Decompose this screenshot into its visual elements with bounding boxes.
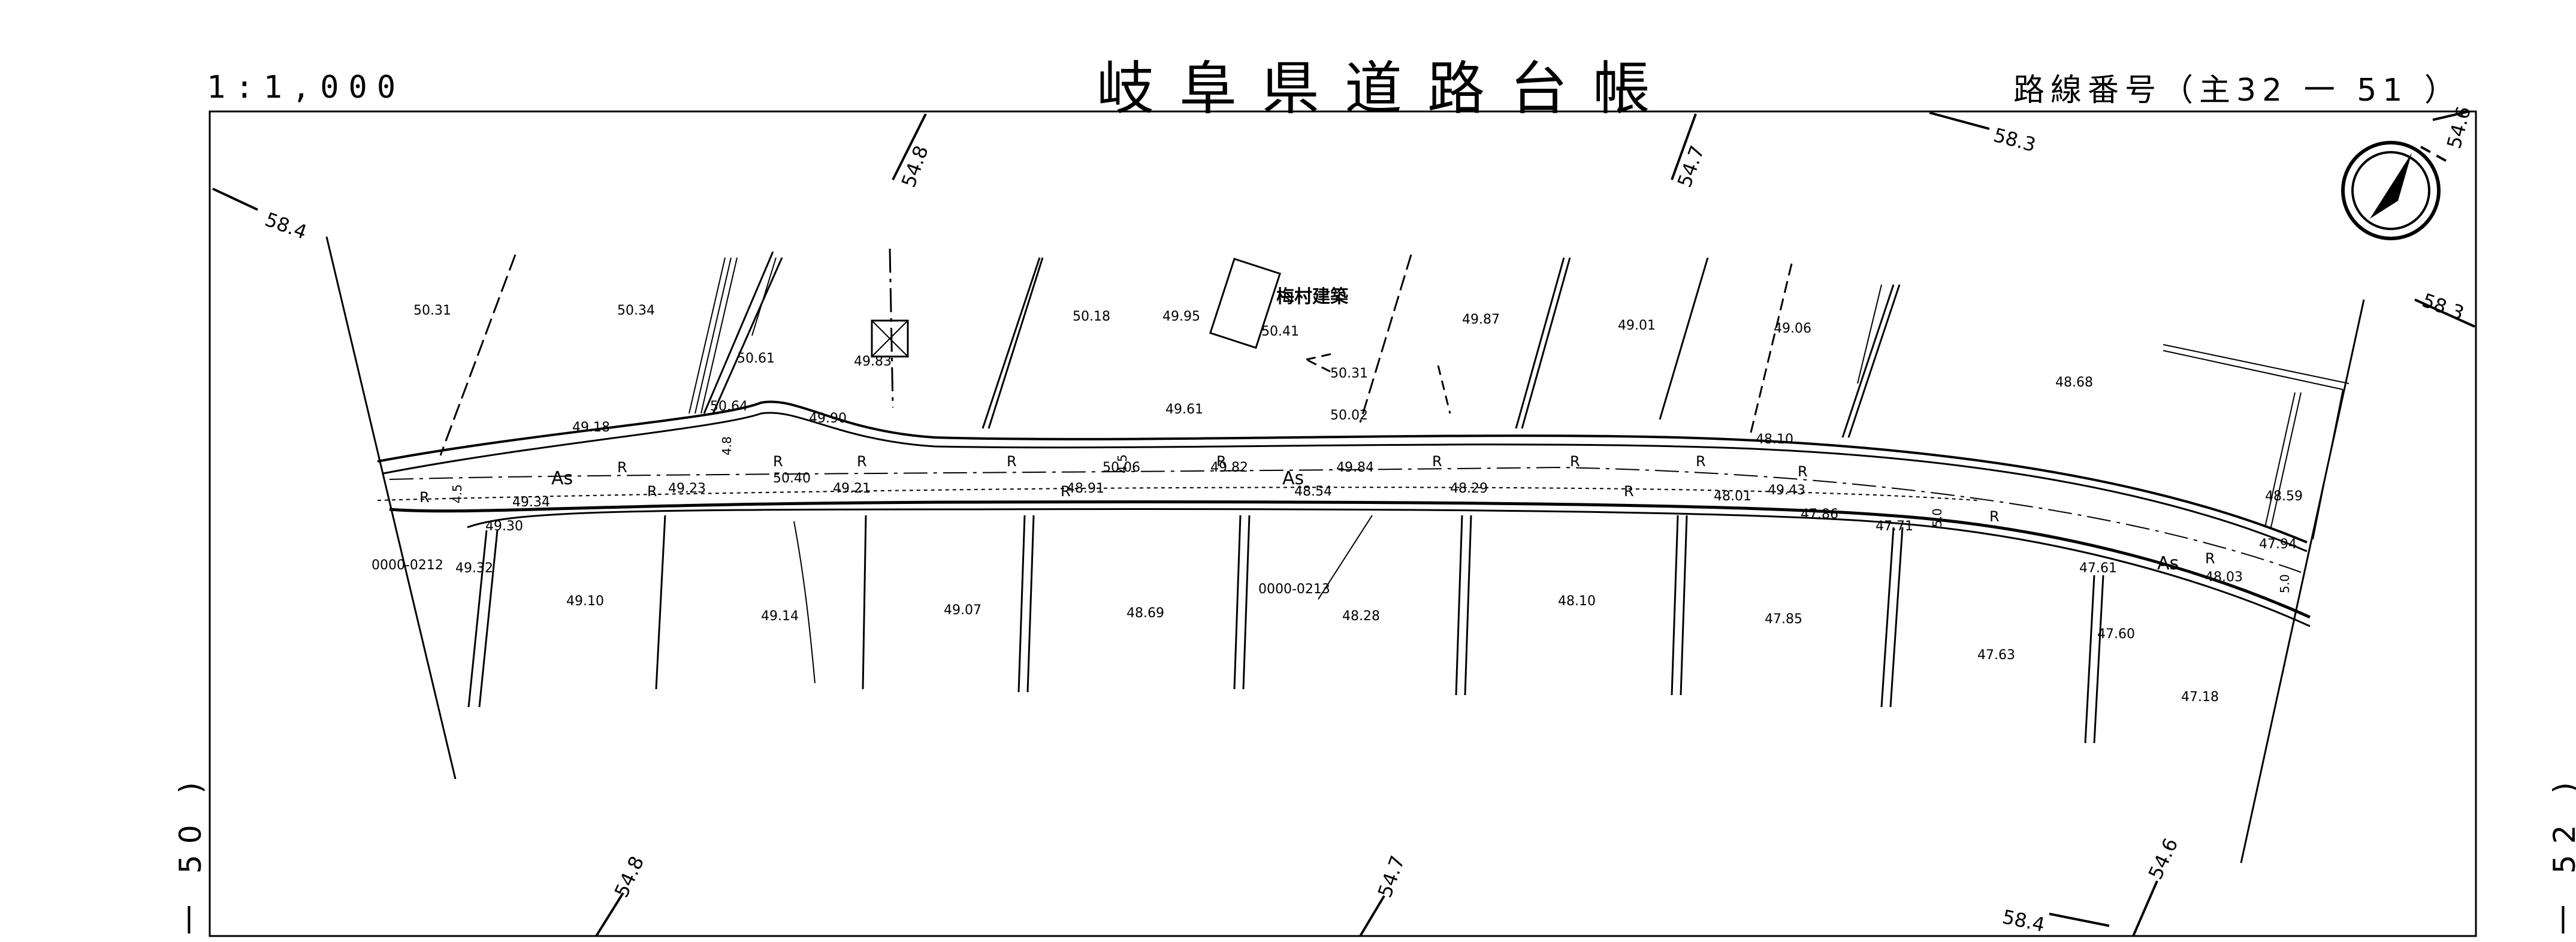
road-id: 0000-0212 — [372, 558, 443, 573]
road-labels: As As As R R R R R R R R R R R R R R R 0… — [372, 436, 2292, 597]
road-id: 0000-0213 — [1258, 582, 1330, 597]
r-marker: R — [1216, 453, 1227, 470]
spot-elevation: 48.54 — [1294, 484, 1332, 499]
r-marker: R — [1007, 453, 1017, 470]
r-marker: R — [1989, 508, 2000, 525]
spot-elevation: 48.68 — [2055, 375, 2093, 390]
r-marker: R — [1798, 463, 1808, 480]
spot-elevation: 50.06 — [1103, 460, 1140, 475]
spot-elevation: 50.31 — [413, 303, 451, 318]
north-arrow-icon — [2341, 141, 2441, 240]
route-number: 路線番号（主32 一 51 ） — [2013, 73, 2462, 108]
spot-elevation: 50.41 — [1261, 324, 1299, 339]
spot-elevation: 49.06 — [1774, 321, 1811, 336]
spot-elevation: 49.32 — [455, 561, 493, 576]
spot-elevation: 48.29 — [1450, 481, 1488, 496]
spot-elevation: 50.64 — [710, 399, 748, 414]
contour-label: 54.7 — [1673, 143, 1709, 191]
spot-elevation: 50.61 — [737, 351, 775, 366]
contour-label: 58.3 — [1991, 123, 2039, 156]
contour-label: 58.4 — [2000, 905, 2047, 937]
spot-elevation: 49.34 — [512, 495, 550, 510]
spot-elevation: 50.18 — [1073, 309, 1110, 324]
map-scale: 1:1,000 — [207, 70, 406, 105]
spot-elevation: 49.82 — [1210, 460, 1248, 475]
spot-elevation: 47.85 — [1765, 612, 1802, 627]
r-marker: R — [773, 453, 783, 470]
spot-elevation: 49.87 — [1462, 312, 1500, 327]
survey-marker — [871, 319, 909, 358]
spot-elevation: 49.07 — [944, 603, 982, 618]
spot-elevation: 49.61 — [1165, 402, 1203, 417]
spot-elevation: 49.18 — [572, 420, 610, 435]
r-marker: R — [419, 489, 430, 506]
spot-elevation: 47.60 — [2097, 627, 2135, 642]
contour-label: 54.7 — [1373, 853, 1409, 901]
spot-elevation: 47.71 — [1876, 519, 1913, 534]
spot-elevation: 49.10 — [566, 594, 604, 609]
spot-elevation: 48.69 — [1127, 606, 1164, 621]
spot-elevation: 48.91 — [1067, 481, 1104, 496]
r-marker: R — [617, 459, 627, 476]
surface-label: As — [1282, 468, 1304, 489]
r-marker: R — [647, 483, 657, 500]
spot-elevation: 50.34 — [617, 303, 655, 318]
r-marker: R — [1570, 453, 1580, 470]
contour-label: 54.8 — [897, 143, 933, 191]
width-label: 4.5 — [450, 484, 464, 503]
fence-hatching — [688, 257, 2349, 540]
spot-elevation: 49.43 — [1768, 483, 1805, 498]
spot-elevation: 50.31 — [1330, 366, 1368, 381]
width-label: 4.8 — [720, 436, 734, 455]
contour-label: 58.4 — [262, 208, 310, 244]
width-label: 4.5 — [1115, 454, 1130, 473]
spot-elevation: 48.03 — [2205, 570, 2243, 585]
south-walls — [467, 515, 2104, 744]
spot-elevation: 47.86 — [1801, 507, 1838, 522]
spot-elevation: 49.95 — [1162, 309, 1200, 324]
spot-elevation: 50.02 — [1330, 408, 1368, 423]
spot-elevation: 47.18 — [2181, 690, 2219, 705]
spot-elevation: 49.23 — [668, 481, 706, 496]
spot-elevation: 47.63 — [1977, 648, 2015, 663]
map-frame — [209, 110, 2477, 937]
spot-elevation: 49.14 — [761, 609, 799, 624]
spot-elevations: 50.31 50.34 50.18 49.95 50.41 49.87 49.01 49.06… — [413, 303, 2303, 705]
contour-label: 58.3 — [2419, 289, 2467, 325]
width-label: 5.0 — [2278, 574, 2292, 593]
width-label: 5.0 — [1930, 508, 1944, 527]
parcel-boundaries — [325, 236, 2365, 864]
spot-elevation: 48.10 — [1558, 594, 1596, 609]
r-marker: R — [1624, 483, 1634, 500]
contour-lines — [212, 110, 2475, 937]
r-marker: R — [1696, 453, 1706, 470]
spot-elevation: 49.90 — [809, 411, 847, 426]
contour-label: 54.8 — [610, 853, 649, 901]
spot-elevation: 48.01 — [1714, 489, 1751, 504]
surface-label: As — [2157, 553, 2179, 574]
road-corridor — [377, 400, 2311, 627]
building-label: 梅村建築 — [1276, 286, 1349, 307]
spot-elevation: 48.28 — [1342, 609, 1380, 624]
surface-label: As — [551, 468, 573, 489]
spot-elevation: 48.59 — [2265, 489, 2303, 504]
spot-elevation: 47.61 — [2079, 561, 2117, 576]
r-marker: R — [1061, 483, 1071, 500]
spot-elevation: 50.40 — [773, 471, 811, 486]
spot-elevation: 48.10 — [1756, 432, 1793, 447]
r-marker: R — [2205, 550, 2215, 567]
r-marker: R — [857, 453, 867, 470]
spot-elevation: 47.94 — [2259, 537, 2297, 552]
contour-label: 54.6 — [2144, 835, 2183, 883]
spot-elevation: 49.01 — [1618, 318, 1656, 333]
spot-elevation: 49.30 — [485, 519, 523, 534]
spot-elevation: 49.84 — [1336, 460, 1374, 475]
building-outline — [1209, 258, 1281, 349]
spot-elevation: 49.83 — [854, 354, 892, 369]
spot-elevation: 49.21 — [833, 481, 871, 496]
r-marker: R — [1432, 453, 1442, 470]
